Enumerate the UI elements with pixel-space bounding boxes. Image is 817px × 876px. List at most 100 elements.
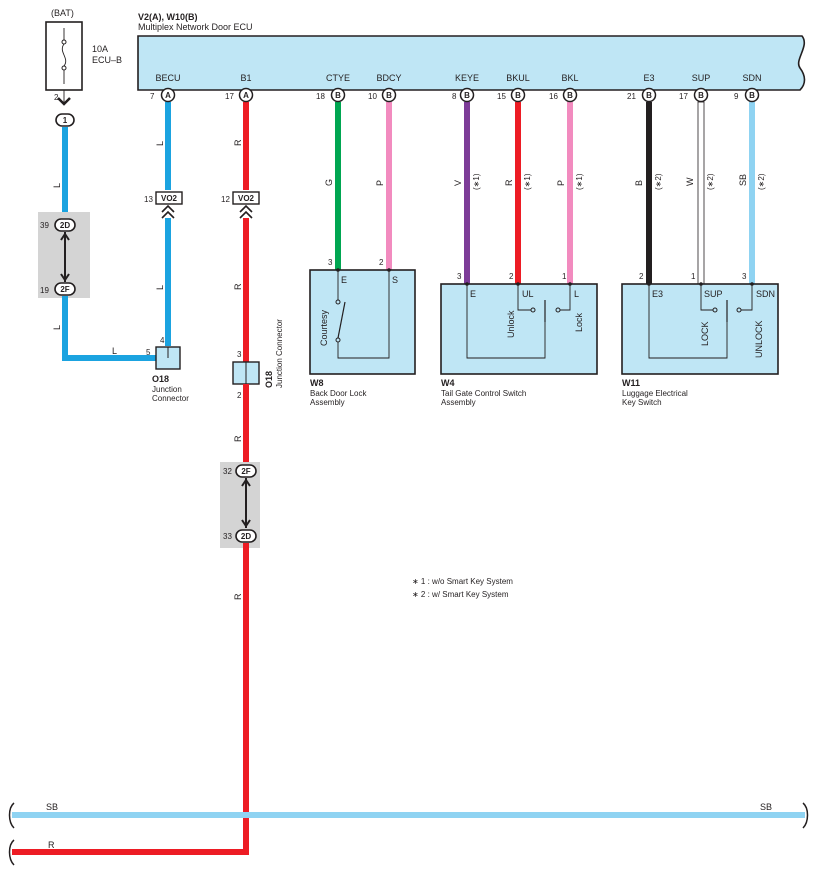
w11-pin-e3: 2 — [639, 272, 644, 281]
pin-jc-left: 5 — [146, 348, 151, 357]
bat-connector-label: 1 — [63, 116, 68, 125]
conn-keye: B — [464, 91, 470, 100]
junction-label2: Connector — [152, 394, 189, 403]
break-left-r — [8, 839, 15, 866]
w4-term-e: E — [470, 289, 476, 299]
w11-pin-sdn: 3 — [742, 272, 747, 281]
w4-pin-e: 3 — [457, 272, 462, 281]
conn-becu: A — [165, 91, 171, 100]
pin-sup: 17 — [679, 92, 688, 101]
w4-label1: Tail Gate Control Switch — [441, 389, 526, 398]
wire-label-sdn: SB — [738, 174, 748, 186]
connector-2f-b1-label: 2F — [241, 467, 250, 476]
wire-label-bkul: R — [504, 179, 514, 186]
pin-33: 33 — [223, 532, 232, 541]
bus-r-label: R — [48, 840, 55, 850]
pin-e3: 21 — [627, 92, 636, 101]
fuse-name: ECU–B — [92, 55, 122, 65]
ecu-box — [137, 35, 806, 91]
wire-sup — [697, 101, 705, 285]
ecu-subtitle: Multiplex Network Door ECU — [138, 22, 253, 32]
w8-term-e: E — [341, 275, 347, 285]
fuse-pin: 2 — [54, 93, 59, 102]
term-bkul: BKUL — [506, 73, 530, 83]
terminal-marker-b1: A — [238, 87, 254, 103]
conn-sdn: B — [749, 91, 755, 100]
w4-term-l: L — [574, 289, 579, 299]
terminal-marker-sdn: B — [744, 87, 760, 103]
note-bkul: (∗1) — [523, 173, 532, 190]
junction-label1: Junction — [152, 385, 182, 394]
term-sup: SUP — [692, 73, 711, 83]
terminal-marker-bkul: B — [510, 87, 526, 103]
conn-bdcy: B — [386, 91, 392, 100]
ecu-terminal-markers: A A B B B B B B B B — [160, 87, 760, 103]
switch-icon — [337, 301, 346, 339]
term-bdcy: BDCY — [376, 73, 401, 83]
pin-bkul: 15 — [497, 92, 506, 101]
term-e3: E3 — [643, 73, 654, 83]
w4-pin-ul: 2 — [509, 272, 514, 281]
w4-id: W4 — [441, 378, 455, 388]
w4-label2: Assembly — [441, 398, 476, 407]
note-e3: (∗2) — [654, 173, 663, 190]
term-ctye: CTYE — [326, 73, 350, 83]
terminal-marker-sup: B — [693, 87, 709, 103]
w8-term-s: S — [392, 275, 398, 285]
component-w8 — [309, 269, 416, 375]
w11-term-e3: E3 — [652, 289, 663, 299]
junction-id-b1: O18 — [264, 371, 274, 388]
w8-pin-e: 3 — [328, 258, 333, 267]
w8-label2: Assembly — [310, 398, 345, 407]
connector-2f — [54, 282, 76, 296]
wire-bat-lower — [62, 296, 156, 361]
pin-13: 13 — [144, 195, 153, 204]
pin-bkl: 16 — [549, 92, 558, 101]
wire-label-becu-lower: L — [155, 285, 165, 290]
w11-label1: Luggage Electrical — [622, 389, 688, 398]
connector-2f-b1 — [235, 464, 257, 478]
w11-unlock-label: UNLOCK — [754, 320, 764, 358]
w8-switch-label: Courtesy — [319, 309, 329, 346]
w8-label1: Back Door Lock — [310, 389, 367, 398]
wire-label-e3: B — [634, 180, 644, 186]
pin-becu: 7 — [150, 92, 155, 101]
term-becu: BECU — [155, 73, 180, 83]
note-sup: (∗2) — [706, 173, 715, 190]
connector-2d-b1-label: 2D — [241, 532, 251, 541]
fuse-rating: 10A — [92, 44, 108, 54]
note-bkl: (∗1) — [575, 173, 584, 190]
wire-label-b1-lower: R — [233, 435, 243, 442]
wire-label-bdcy: P — [375, 180, 385, 186]
w11-pin-sup: 1 — [691, 272, 696, 281]
terminal-marker-bdcy: B — [381, 87, 397, 103]
pin-32: 32 — [223, 467, 232, 476]
chevron-up-icon — [239, 204, 253, 219]
wire-label-becu: L — [155, 141, 165, 146]
note-1: ∗ 1 : w/o Smart Key System — [412, 577, 513, 586]
wire-label-ctye: G — [324, 179, 334, 186]
conn-sup: B — [698, 91, 704, 100]
pin-39: 39 — [40, 221, 49, 230]
terminal-marker-e3: B — [641, 87, 657, 103]
junction-label-b1: Junction Connector — [275, 319, 284, 388]
arrow-down-icon — [241, 519, 251, 528]
wire-label-junction: L — [112, 346, 117, 356]
wire-label-keye: V — [453, 180, 463, 186]
pin-keye: 8 — [452, 92, 457, 101]
pin-b1: 17 — [225, 92, 234, 101]
chevron-up-icon — [161, 204, 175, 219]
note-sdn: (∗2) — [757, 173, 766, 190]
conn-bkl: B — [567, 91, 573, 100]
connector-2d — [54, 218, 76, 232]
term-bkl: BKL — [561, 73, 578, 83]
term-sdn: SDN — [742, 73, 761, 83]
note-2: ∗ 2 : w/ Smart Key System — [412, 590, 509, 599]
terminal-marker-ctye: B — [330, 87, 346, 103]
wire-label-b1: R — [233, 139, 243, 146]
ecu-title: V2(A), W10(B) — [138, 12, 198, 22]
pin-sdn: 9 — [734, 92, 739, 101]
pin-jc-top: 4 — [160, 336, 165, 345]
connector-vo2-b1 — [232, 191, 260, 205]
